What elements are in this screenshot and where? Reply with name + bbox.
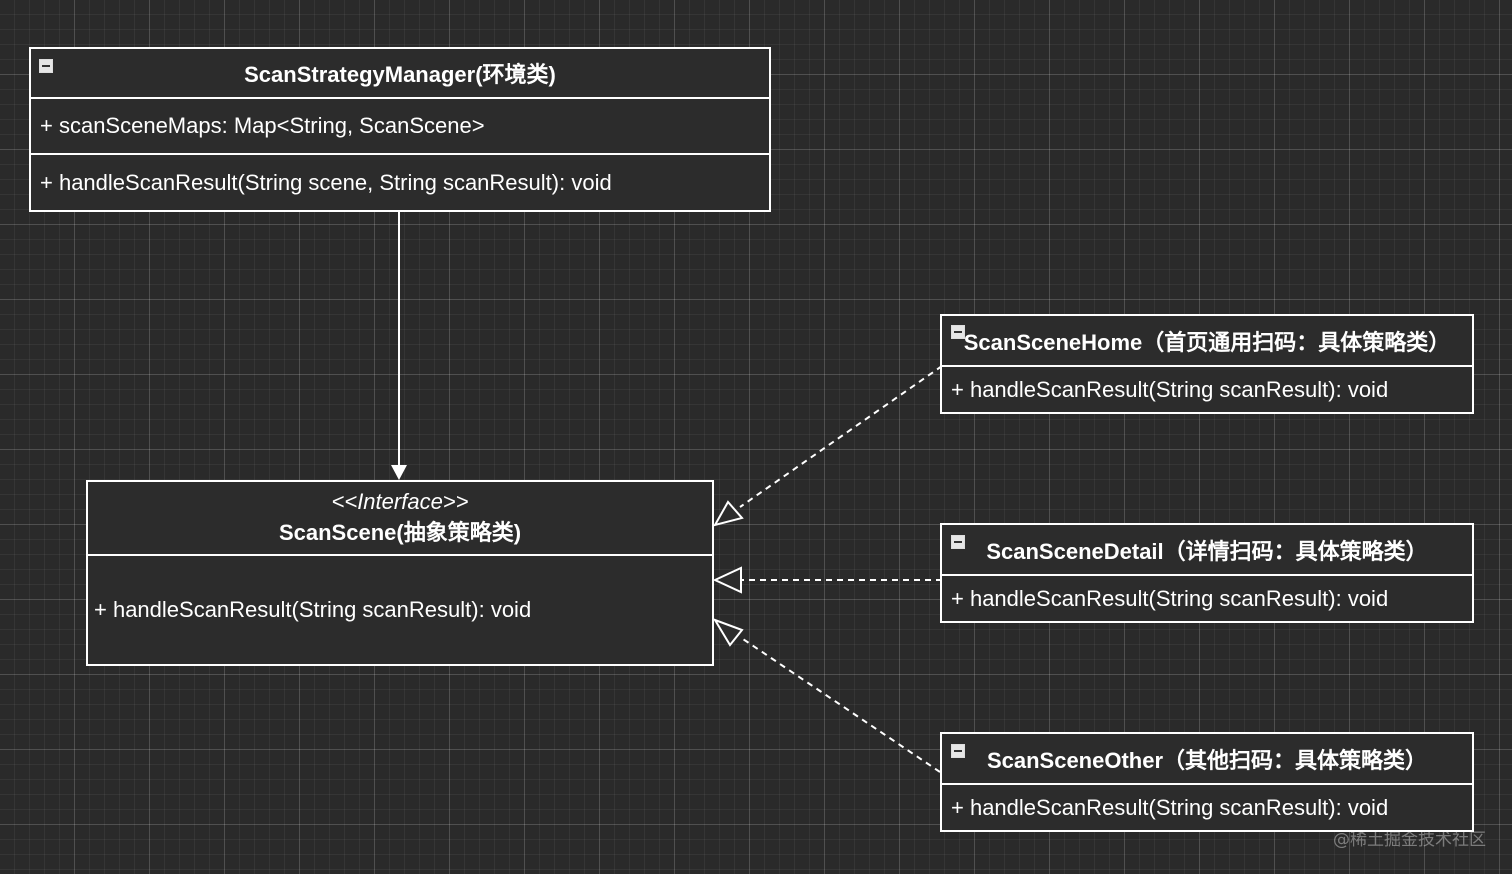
interface-name: ScanScene(抽象策略类) <box>278 520 522 545</box>
class-name: ScanStrategyManager(环境类) <box>244 62 556 87</box>
stereotype-label: <<Interface>> <box>331 489 469 514</box>
class-methods: + handleScanResult(String scanResult): v… <box>942 367 1472 412</box>
method-text: + handleScanResult(String scanResult): v… <box>951 794 1389 820</box>
interface-header: <<Interface>> ScanScene(抽象策略类) <box>88 482 712 556</box>
method-text: + handleScanResult(String scene, String … <box>40 169 612 195</box>
class-methods: + handleScanResult(String scanResult): v… <box>942 576 1472 621</box>
collapse-icon[interactable] <box>951 535 965 549</box>
method-text: + handleScanResult(String scanResult): v… <box>94 597 532 622</box>
class-methods: + handleScanResult(String scene, String … <box>31 153 769 210</box>
class-scan-scene-detail[interactable]: ScanSceneDetail（详情扫码：具体策略类） + handleScan… <box>940 523 1474 623</box>
class-name: ScanSceneDetail（详情扫码：具体策略类） <box>986 538 1428 564</box>
realization-arrowhead-home <box>712 500 744 527</box>
class-header: ScanSceneHome（首页通用扫码：具体策略类） <box>942 316 1472 367</box>
realization-line-home <box>739 365 943 508</box>
realization-arrowhead-detail <box>712 566 742 594</box>
method-text: + handleScanResult(String scanResult): v… <box>951 376 1389 402</box>
class-scan-strategy-manager[interactable]: ScanStrategyManager(环境类) + scanSceneMaps… <box>29 47 771 212</box>
class-scan-scene-other[interactable]: ScanSceneOther（其他扫码：具体策略类） + handleScanR… <box>940 732 1474 832</box>
collapse-icon[interactable] <box>39 59 53 73</box>
realization-line-other <box>739 636 941 773</box>
class-header: ScanSceneOther（其他扫码：具体策略类） <box>942 734 1472 785</box>
class-name: ScanSceneOther（其他扫码：具体策略类） <box>986 747 1428 773</box>
watermark: @稀土掘金技术社区 <box>1333 830 1486 850</box>
interface-scan-scene[interactable]: <<Interface>> ScanScene(抽象策略类) + handleS… <box>86 480 714 666</box>
collapse-icon[interactable] <box>951 325 965 339</box>
realization-arrowhead-other <box>712 618 744 647</box>
method-text: + handleScanResult(String scanResult): v… <box>951 585 1389 611</box>
class-scan-scene-home[interactable]: ScanSceneHome（首页通用扫码：具体策略类） + handleScan… <box>940 314 1474 414</box>
collapse-icon[interactable] <box>951 744 965 758</box>
interface-methods: + handleScanResult(String scanResult): v… <box>88 556 712 664</box>
class-methods: + handleScanResult(String scanResult): v… <box>942 785 1472 830</box>
class-name: ScanSceneHome（首页通用扫码：具体策略类） <box>963 329 1451 355</box>
attribute-text: + scanSceneMaps: Map<String, ScanScene> <box>40 113 485 138</box>
class-header: ScanStrategyManager(环境类) <box>31 49 769 99</box>
class-header: ScanSceneDetail（详情扫码：具体策略类） <box>942 525 1472 576</box>
class-attributes: + scanSceneMaps: Map<String, ScanScene> <box>31 99 769 153</box>
association-arrowhead <box>391 465 407 480</box>
